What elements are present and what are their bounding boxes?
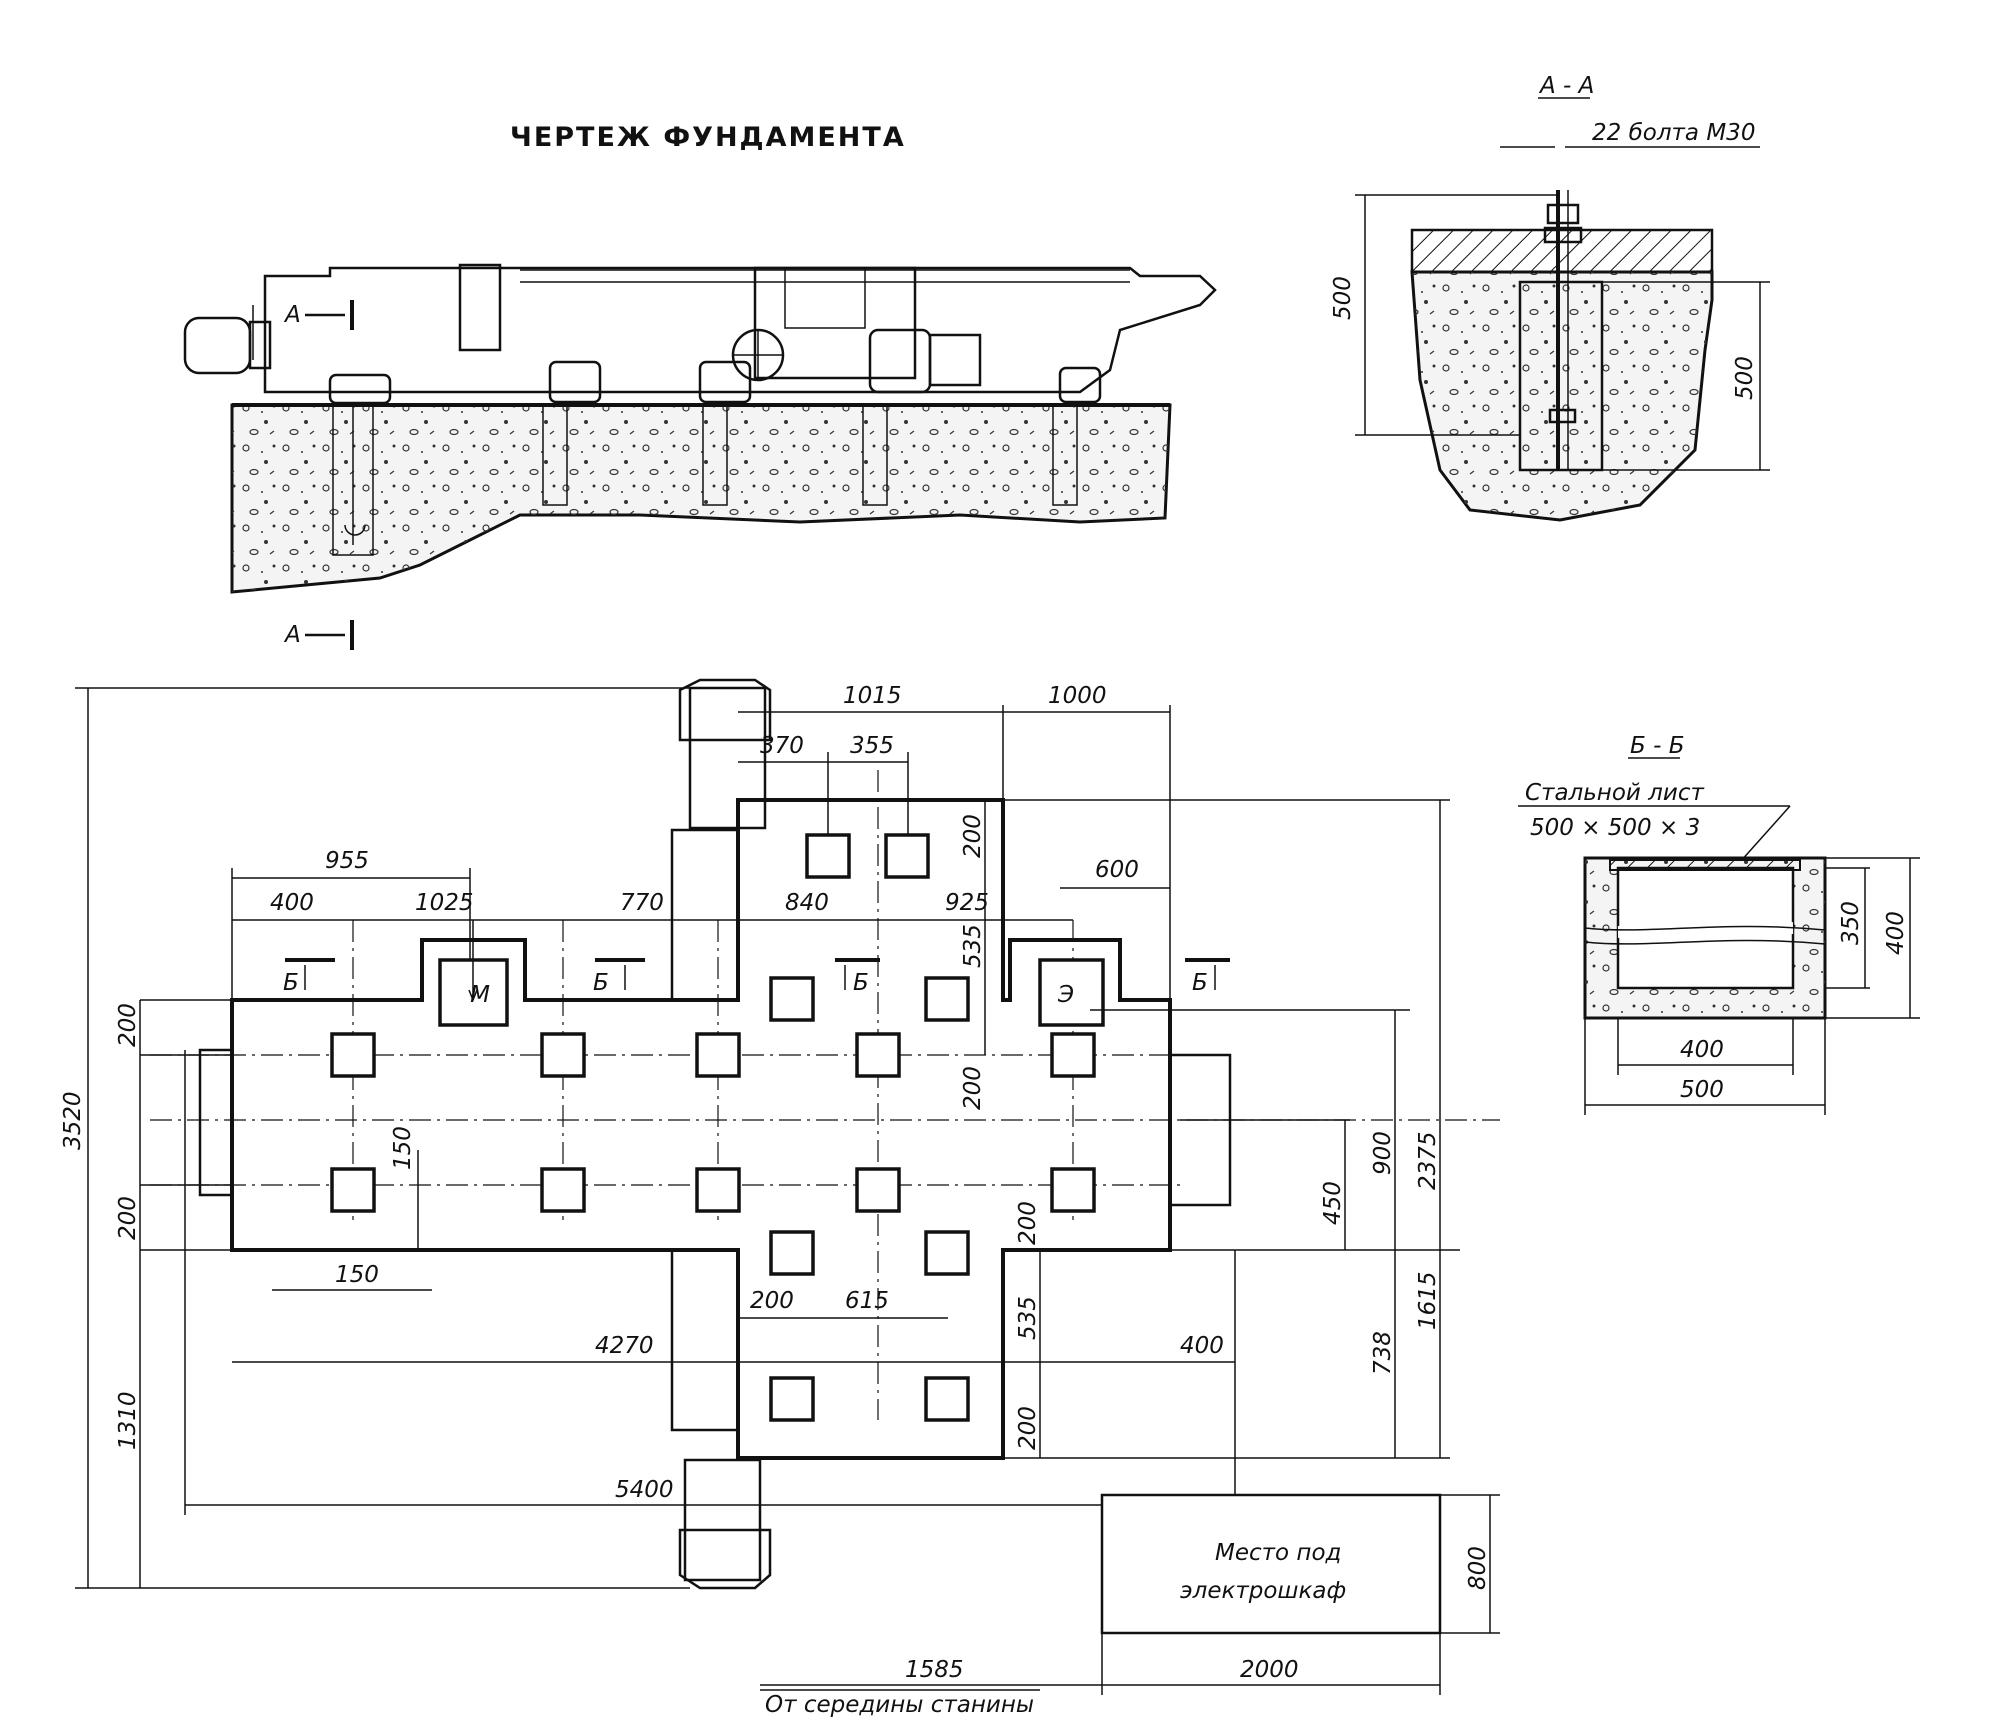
cabinet-label-1: Место под [1215,1540,1341,1566]
dimension-label: 400 [270,890,314,916]
dimension-label: 200 [1015,1406,1041,1450]
electric-pit [1038,958,1105,1027]
drawing-title: ЧЕРТЕЖ ФУНДАМЕНТА [510,122,906,153]
from-middle-note: От середины станины [765,1692,1034,1718]
dimension-label: 200 [115,1196,141,1240]
dimension-label: 535 [960,924,986,968]
electrical-cabinet-place [1100,1493,1442,1635]
drawing-label: Б [593,970,609,996]
section-mark-a: А А [283,300,354,650]
plate-label-2: 500 × 500 × 3 [1530,815,1700,841]
machine-base-section [1410,228,1714,274]
dimension-label: 350 [1838,901,1864,945]
dimension-label: 600 [1095,857,1139,883]
section-aa: А - А 22 болта М30 500 500 [1330,73,1770,522]
dimension-label: 2000 [1240,1657,1299,1683]
machine-outline [183,263,1217,407]
dimension-label: 770 [620,890,664,916]
section-b-markers: Б Б Б Б [283,958,1230,996]
drawing-label: Э [1057,982,1074,1008]
drawing-label: Б [853,970,869,996]
dimension-label: 500 [1330,276,1356,320]
dimension-label: 535 [1015,1296,1041,1340]
dimension-label: 400 [1883,911,1909,955]
dimension-label: 500 [1680,1077,1724,1103]
dimension-label: 150 [390,1126,416,1170]
bolt-note: 22 болта М30 [1592,120,1755,146]
dimension-label: 1585 [905,1657,964,1683]
drawing-label: А [283,622,301,648]
dimension-label: 2375 [1415,1131,1441,1190]
dimension-label: 1015 [843,683,902,709]
dimension-label: 200 [960,814,986,858]
dimension-label: 3520 [60,1091,86,1150]
drawing-label: А [283,302,301,328]
bolt-well [1518,280,1604,472]
anchor-squares [330,833,1096,1422]
dimension-label: 370 [760,733,804,759]
plate-label-1: Стальной лист [1525,780,1704,806]
dimension-label: 200 [960,1066,986,1110]
side-elevation: А А [183,263,1217,650]
dimension-label: 800 [1465,1546,1491,1590]
dimension-label: 925 [945,890,989,916]
section-bb: Б - Б Стальной лист 500 × 500 × 3 350 40… [1518,733,1920,1115]
dimension-label: 200 [1015,1201,1041,1245]
dimension-label: 200 [750,1288,794,1314]
dimension-label: 1310 [115,1391,141,1450]
section-bb-title: Б - Б [1630,733,1684,759]
dimension-label: 200 [115,1003,141,1047]
dimension-label: 150 [335,1262,379,1288]
drawing-label: Б [1192,970,1208,996]
cabinet-label-2: электрошкаф [1180,1578,1346,1604]
dimension-label: 400 [1180,1333,1224,1359]
dimension-label: 400 [1680,1037,1724,1063]
dimension-label: 1000 [1048,683,1107,709]
dimension-label: 500 [1732,356,1758,400]
section-aa-title: А - А [1538,73,1594,99]
plan-view: М Э Б [60,678,1500,1718]
dimension-label: 4270 [595,1333,654,1359]
dimension-label: 900 [1370,1131,1396,1175]
dimension-label: 615 [845,1288,889,1314]
dimension-label: 955 [325,848,369,874]
dimension-label: 1615 [1415,1271,1441,1330]
plan-dimensions: 3520 1015 1000 370 355 955 600 400 10 [60,683,1500,1718]
dimension-label: 5400 [615,1477,674,1503]
dimension-label: 840 [785,890,829,916]
dimension-label: 738 [1370,1331,1396,1375]
drawing-label: Б [283,970,299,996]
dimension-label: 1025 [415,890,474,916]
foundation-plan-outline [230,798,1172,1460]
drawing-label: М [470,982,490,1008]
dimension-label: 450 [1320,1181,1346,1225]
dimension-label: 355 [850,733,894,759]
